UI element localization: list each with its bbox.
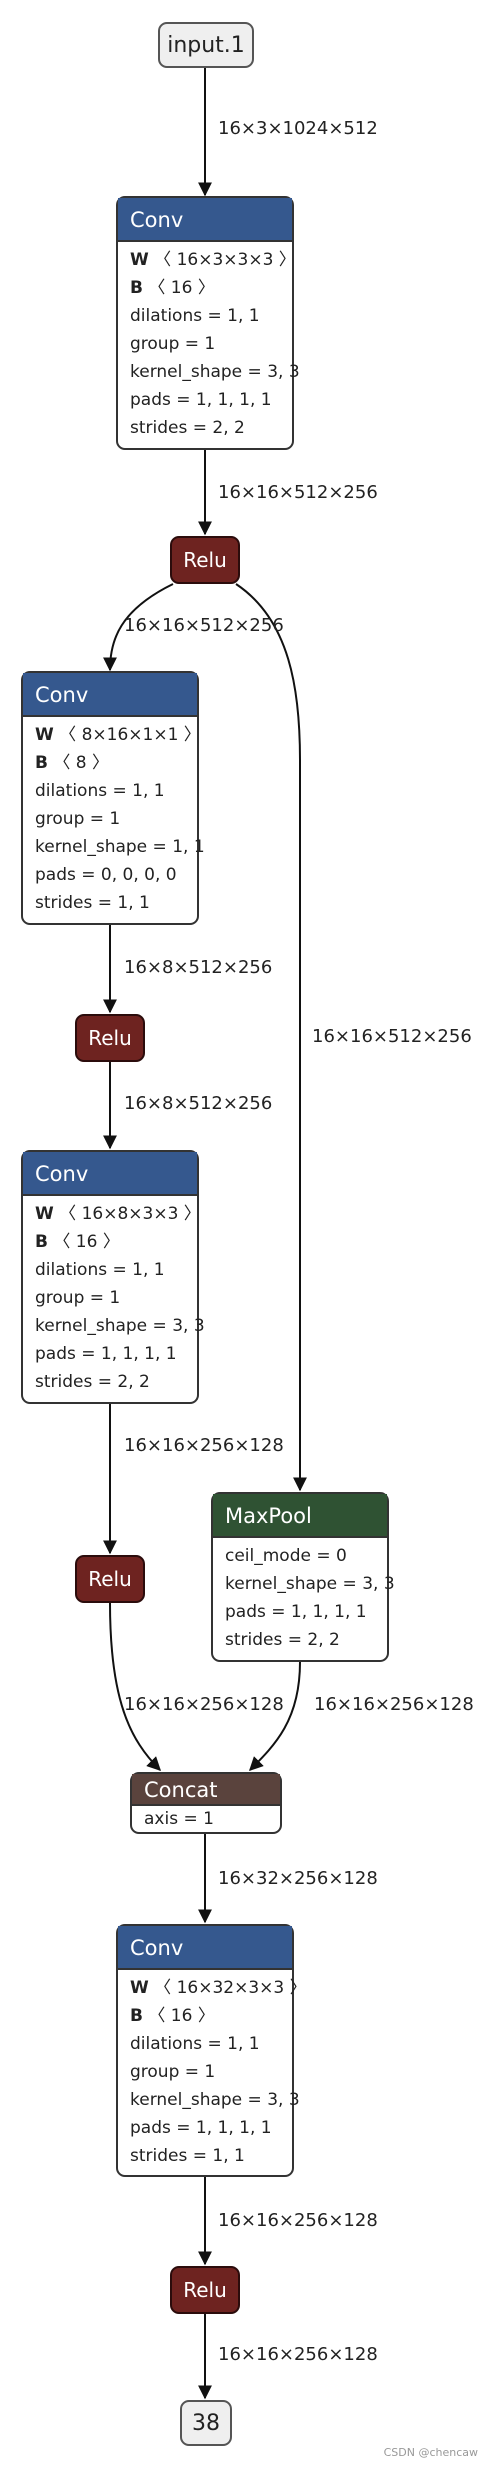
conv-node-1-weight: W 〈 16×3×3×3 〉 [130,250,296,270]
conv-node-4[interactable]: Conv W 〈 16×32×3×3 〉 B 〈 16 〉 dilations … [116,1924,307,2177]
edge-label-conv4-relu4: 16×16×256×128 [218,2210,378,2231]
edge-relu1-conv2 [103,583,174,672]
conv-node-2-attr: pads = 0, 0, 0, 0 [35,865,177,885]
conv-node-1-attr: strides = 2, 2 [130,418,245,438]
concat-node-attr: axis = 1 [144,1809,214,1829]
edge-label-conv2-relu2: 16×8×512×256 [124,957,273,978]
conv-node-2-attr: group = 1 [35,809,121,829]
edge-relu3-concat [109,1602,161,1771]
conv-node-1-attr: dilations = 1, 1 [130,306,260,326]
conv-node-2-title: Conv [23,673,197,717]
edge-label-conv3-relu3: 16×16×256×128 [124,1435,284,1456]
conv-node-2-bias: B 〈 8 〉 [35,753,109,773]
maxpool-node[interactable]: MaxPool ceil_mode = 0 kernel_shape = 3, … [211,1492,395,1662]
relu-node-2-label: Relu [88,1026,132,1050]
concat-node[interactable]: Concat axis = 1 [130,1772,282,1834]
relu-node-1[interactable]: Relu [170,536,240,584]
conv-node-1-title: Conv [118,198,292,242]
conv-node-3[interactable]: Conv W 〈 16×8×3×3 〉 B 〈 16 〉 dilations =… [21,1150,205,1404]
edge-label-input-conv1: 16×3×1024×512 [218,118,378,139]
relu-node-3[interactable]: Relu [75,1555,145,1603]
conv-node-2[interactable]: Conv W 〈 8×16×1×1 〉 B 〈 8 〉 dilations = … [21,671,205,925]
conv-node-1-attr: group = 1 [130,334,216,354]
conv-node-4-attr: dilations = 1, 1 [130,2034,260,2054]
concat-node-title: Concat [132,1774,280,1806]
relu-node-4[interactable]: Relu [170,2266,240,2314]
relu-node-2[interactable]: Relu [75,1014,145,1062]
conv-node-3-attr: group = 1 [35,1288,121,1308]
maxpool-node-attr: ceil_mode = 0 [225,1546,347,1566]
conv-node-3-attr: pads = 1, 1, 1, 1 [35,1344,177,1364]
conv-node-3-attr: dilations = 1, 1 [35,1260,165,1280]
output-node-label: 38 [192,2410,220,2436]
conv-node-3-title: Conv [23,1152,197,1196]
edge-label-relu4-output: 16×16×256×128 [218,2344,378,2365]
conv-node-2-weight: W 〈 8×16×1×1 〉 [35,725,201,745]
conv-node-4-attr: strides = 1, 1 [130,2146,245,2166]
edge-label-relu1-maxpool: 16×16×512×256 [312,1026,472,1047]
conv-node-3-weight: W 〈 16×8×3×3 〉 [35,1204,201,1224]
maxpool-node-title: MaxPool [213,1494,387,1538]
conv-node-1-bias: B 〈 16 〉 [130,278,215,298]
maxpool-node-attr: kernel_shape = 3, 3 [225,1574,395,1594]
conv-node-1[interactable]: Conv W 〈 16×3×3×3 〉 B 〈 16 〉 dilations =… [116,196,300,450]
conv-node-2-attr: kernel_shape = 1, 1 [35,837,205,857]
edge-label-conv1-relu1: 16×16×512×256 [218,482,378,503]
conv-node-2-attr: dilations = 1, 1 [35,781,165,801]
conv-node-4-title: Conv [118,1926,292,1970]
relu-node-1-label: Relu [183,548,227,572]
edge-maxpool-concat [249,1661,301,1771]
edge-label-relu1-conv2: 16×16×512×256 [124,615,284,636]
conv-node-4-attr: pads = 1, 1, 1, 1 [130,2118,272,2138]
input-node-label: input.1 [167,32,245,58]
maxpool-node-attr: pads = 1, 1, 1, 1 [225,1602,367,1622]
input-node[interactable]: input.1 [158,22,254,68]
conv-node-3-attr: strides = 2, 2 [35,1372,150,1392]
edge-label-relu3-concat: 16×16×256×128 [124,1694,284,1715]
conv-node-4-attr: group = 1 [130,2062,216,2082]
conv-node-1-attr: pads = 1, 1, 1, 1 [130,390,272,410]
edge-label-concat-conv4: 16×32×256×128 [218,1868,378,1889]
relu-node-4-label: Relu [183,2278,227,2302]
output-node[interactable]: 38 [180,2400,232,2446]
conv-node-4-attr: kernel_shape = 3, 3 [130,2090,300,2110]
conv-node-2-attr: strides = 1, 1 [35,893,150,913]
relu-node-3-label: Relu [88,1567,132,1591]
conv-node-1-attr: kernel_shape = 3, 3 [130,362,300,382]
conv-node-4-weight: W 〈 16×32×3×3 〉 [130,1978,307,1998]
watermark: CSDN @chencaw [383,2446,478,2459]
edge-relu1-maxpool [235,583,307,1492]
maxpool-node-attr: strides = 2, 2 [225,1630,340,1650]
edge-label-relu2-conv3: 16×8×512×256 [124,1093,273,1114]
conv-node-3-bias: B 〈 16 〉 [35,1232,120,1252]
edge-label-maxpool-concat: 16×16×256×128 [314,1694,474,1715]
conv-node-3-attr: kernel_shape = 3, 3 [35,1316,205,1336]
conv-node-4-bias: B 〈 16 〉 [130,2006,215,2026]
